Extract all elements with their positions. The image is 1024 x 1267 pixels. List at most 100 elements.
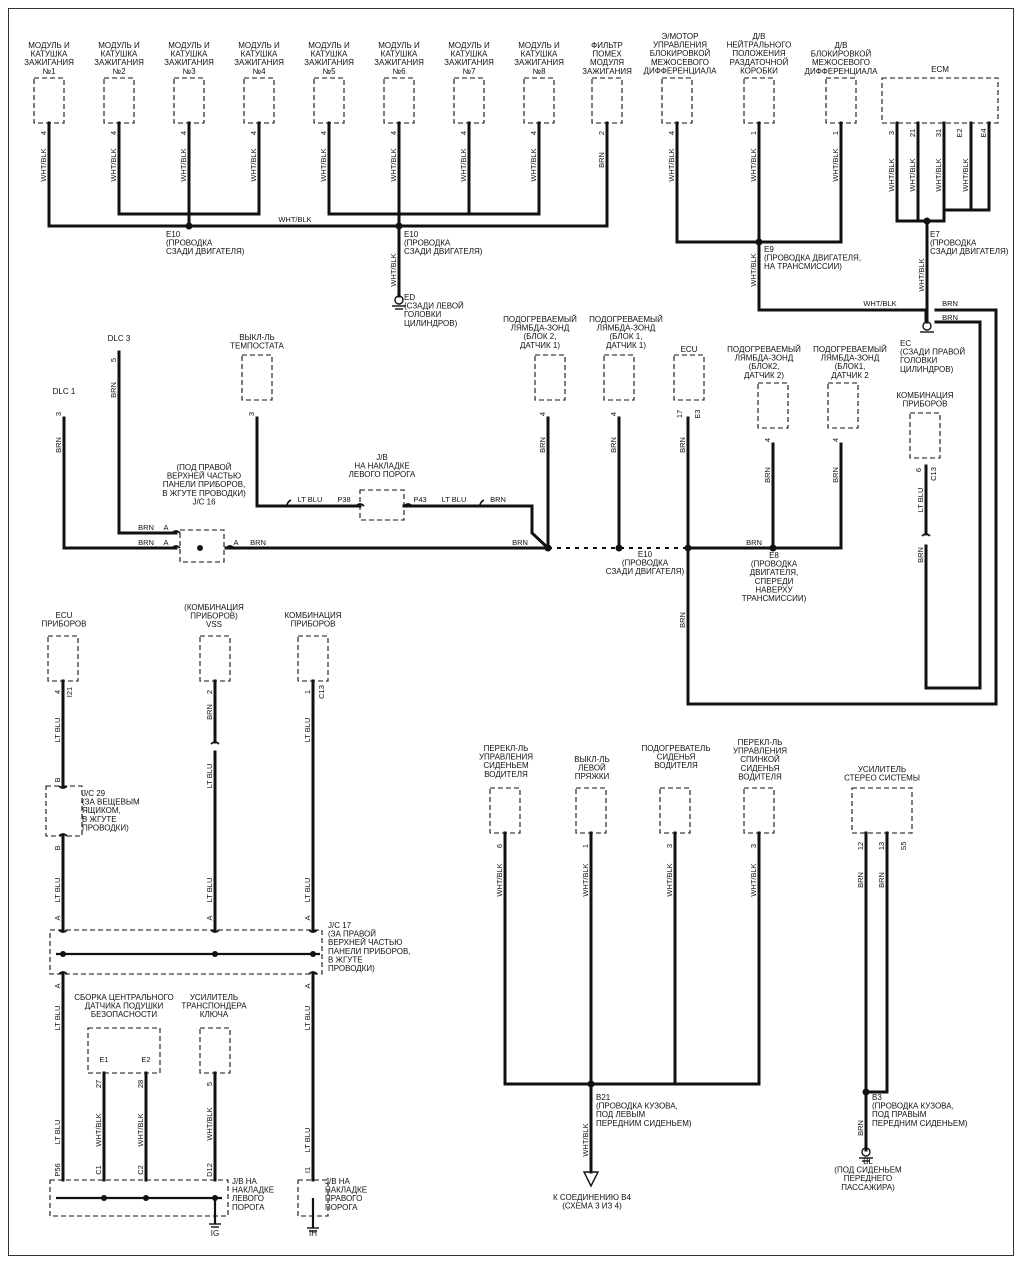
pin-number: 2 <box>597 131 606 135</box>
wire-color-label: LT BLU <box>303 718 312 743</box>
pin-number: A <box>303 983 312 988</box>
pin-number: 3 <box>247 412 256 416</box>
wire-color-label: WHT/BLK <box>887 158 896 191</box>
pin-number: 1 <box>581 844 590 848</box>
pin-number: E3 <box>693 409 702 418</box>
pin-number: E4 <box>979 128 988 137</box>
wire-color-label: LT BLU <box>303 878 312 903</box>
wire-color-label: WHT/BLK <box>179 148 188 181</box>
pin-number: C13 <box>929 467 938 481</box>
wire-color-label: LT BLU <box>303 1006 312 1031</box>
pin-number: 4 <box>459 131 468 135</box>
pin-number: 4 <box>249 131 258 135</box>
wire-label: BRN <box>250 538 266 547</box>
wire-color-label: WHT/BLK <box>495 863 504 896</box>
pin-number: B <box>53 845 62 850</box>
wire-color-label: WHT/BLK <box>459 148 468 181</box>
wire-color-label: BRN <box>831 467 840 483</box>
label-b4: К СОЕДИНЕНИЮ B4(СХЕМА 3 ИЗ 4) <box>553 1193 631 1211</box>
label-ecm: ECM <box>931 65 949 74</box>
connector-cups <box>58 499 931 975</box>
wire-label: BRN <box>746 538 762 547</box>
wires <box>47 121 998 1228</box>
wire-color-label: WHT/BLK <box>749 863 758 896</box>
wire-label: BRN <box>138 538 154 547</box>
wire-label: A <box>163 538 168 547</box>
pin-number: 5 <box>109 358 118 362</box>
wire-label: A <box>233 538 238 547</box>
wire-color-label: WHT/BLK <box>917 258 926 291</box>
pin-number: I21 <box>65 687 74 697</box>
pin-number: 4 <box>831 438 840 442</box>
wire-color-label: BRN <box>109 382 118 398</box>
wire-color-label: BRN <box>856 1120 865 1136</box>
pin-number: 6 <box>914 468 923 472</box>
pin-number: A <box>303 915 312 920</box>
wire-color-label: WHT/BLK <box>581 863 590 896</box>
pin-number: 1 <box>303 690 312 694</box>
label-dlc1: DLC 1 <box>53 387 76 396</box>
wire-color-label: WHT/BLK <box>581 1123 590 1156</box>
pin-number: 4 <box>39 131 48 135</box>
wire-color-label: WHT/BLK <box>961 158 970 191</box>
wire-label: A <box>163 523 168 532</box>
wire-color-label: WHT/BLK <box>667 148 676 181</box>
wire-color-label: LT BLU <box>53 1006 62 1031</box>
wire-color-label: LT BLU <box>53 1120 62 1145</box>
pin-number: 4 <box>609 412 618 416</box>
wire-color-label: WHT/BLK <box>389 148 398 181</box>
label-e9: E9(ПРОВОДКА ДВИГАТЕЛЯ,НА ТРАНСМИССИИ) <box>764 245 861 271</box>
label-ih: IH <box>309 1229 317 1238</box>
wire-label: LT BLU <box>442 495 467 504</box>
pin-number: 1 <box>831 131 840 135</box>
wire-color-label: LT BLU <box>53 878 62 903</box>
pin-number: 4 <box>179 131 188 135</box>
wire-color-label: BRN <box>205 704 214 720</box>
wire-label: WHT/BLK <box>863 299 896 308</box>
wire-color-label: WHT/BLK <box>749 148 758 181</box>
connector-pin-label: E1 <box>99 1055 108 1064</box>
wire-color-label: BRN <box>54 437 63 453</box>
pin-number: 13 <box>877 842 886 850</box>
wire-color-label: BRN <box>763 467 772 483</box>
pin-number: A <box>205 915 214 920</box>
pin-number: 31 <box>934 129 943 137</box>
wire-label: BRN <box>942 299 958 308</box>
wire-color-label: BRN <box>597 152 606 168</box>
wire-color-label: WHT/BLK <box>136 1113 145 1146</box>
wire-color-label: WHT/BLK <box>908 158 917 191</box>
